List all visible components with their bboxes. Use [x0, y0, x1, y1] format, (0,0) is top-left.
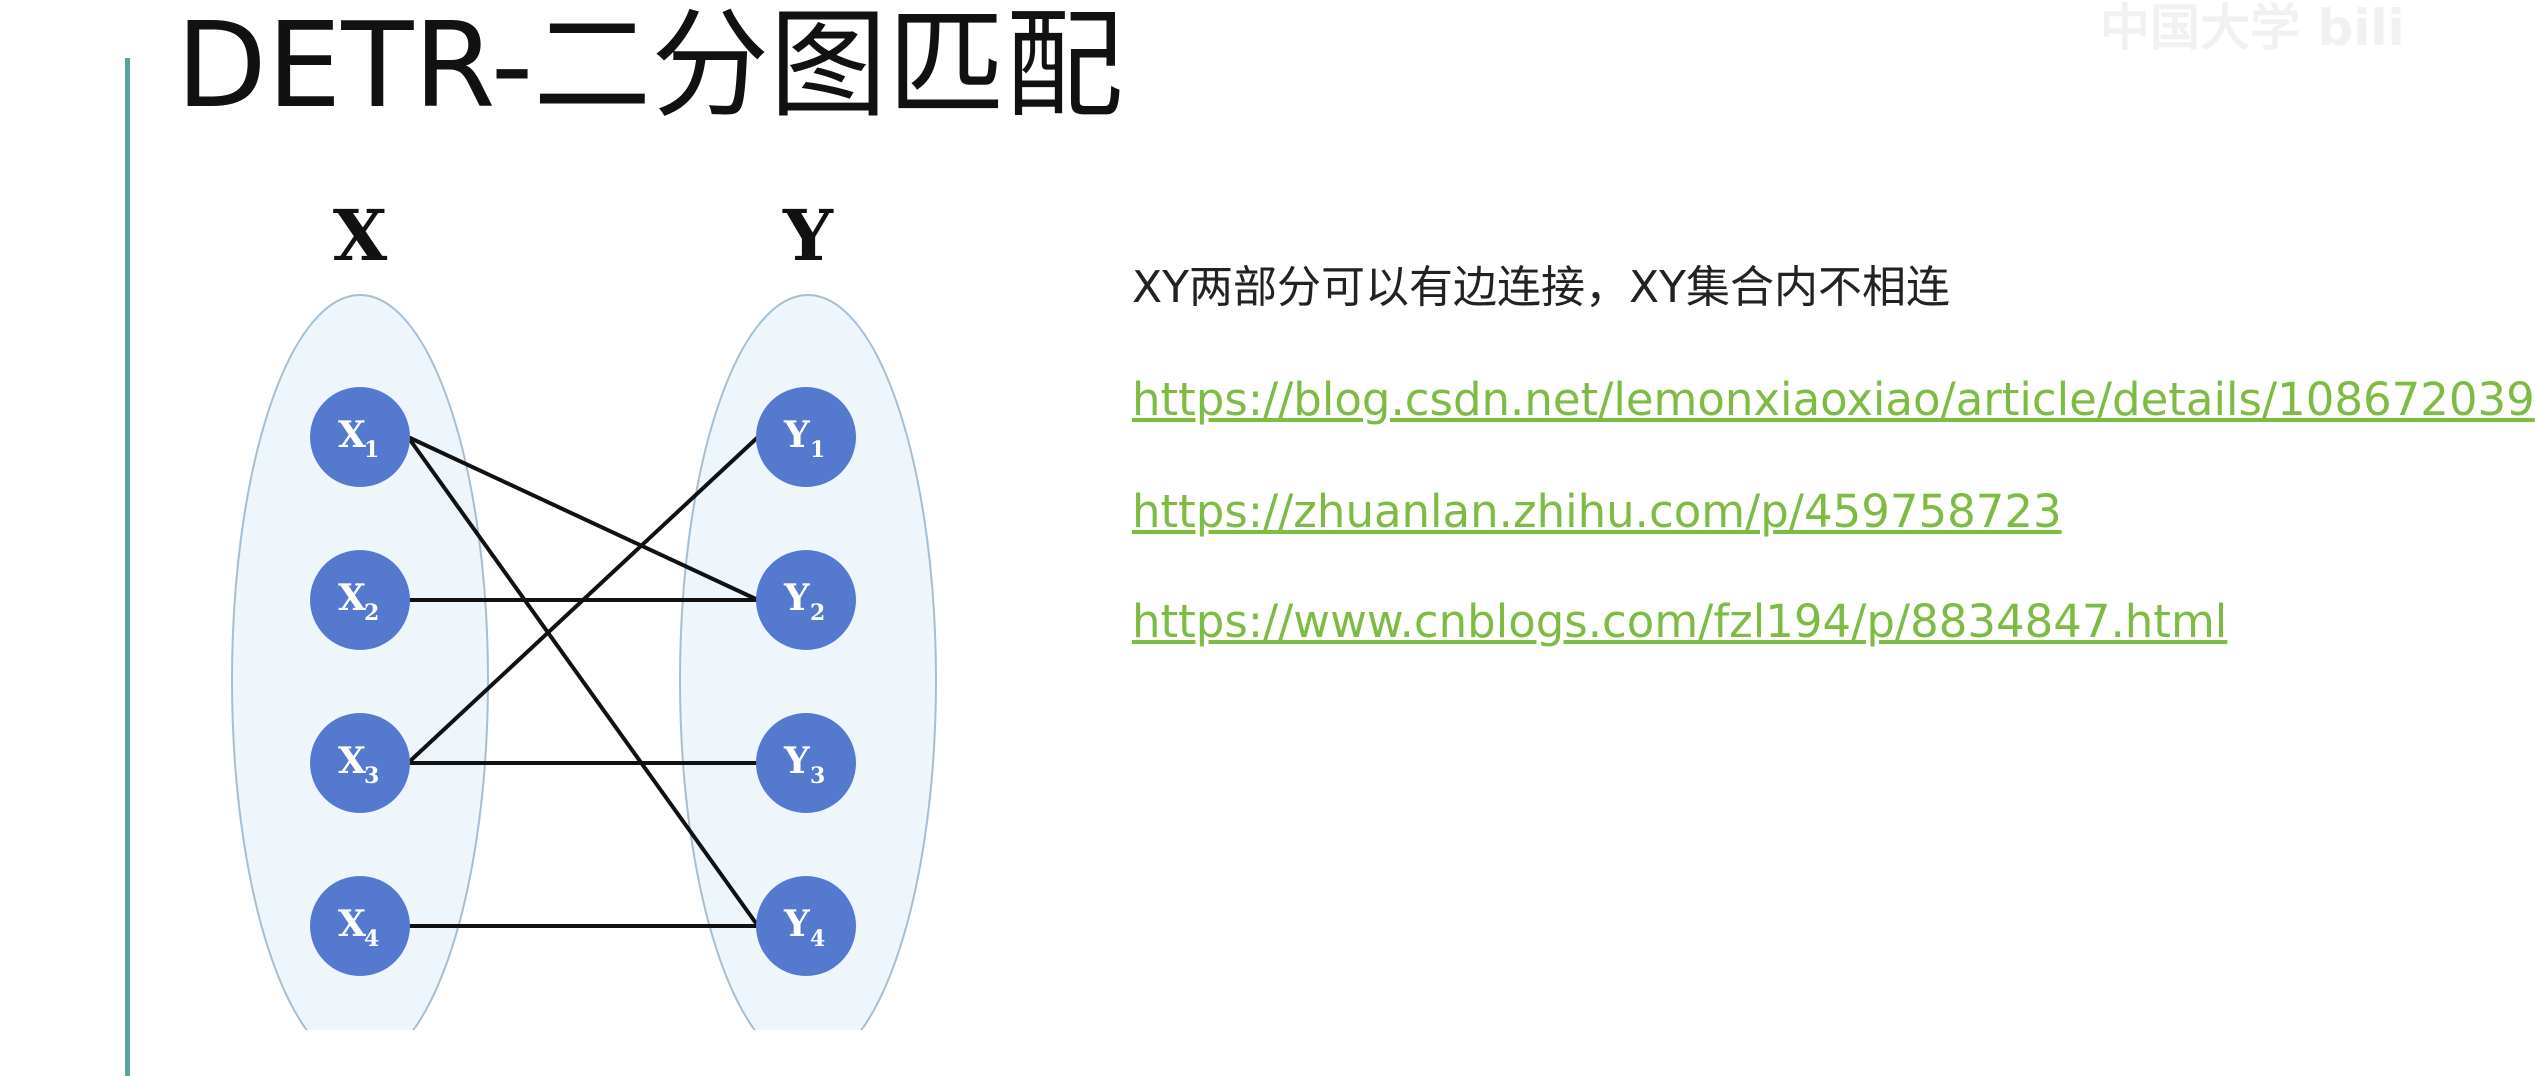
node-circle [756, 713, 856, 813]
node-label: X [338, 414, 366, 456]
node-label: Y [783, 577, 811, 619]
node-circle [756, 387, 856, 487]
description-text: XY两部分可以有边连接，XY集合内不相连 [1132, 262, 1951, 313]
node-x3: X3 [310, 713, 410, 813]
watermark-logo: 中国大学 bili [2100, 0, 2405, 57]
edge-x3-y1 [406, 435, 760, 765]
edge-x1-y2 [407, 435, 759, 602]
node-subscript: 4 [810, 926, 825, 952]
node-circle [310, 550, 410, 650]
node-label: X [338, 577, 366, 619]
node-subscript: 1 [364, 437, 379, 463]
node-label: Y [783, 740, 811, 782]
reference-link-cnblogs[interactable]: https://www.cnblogs.com/fzl194/p/8834847… [1132, 595, 2228, 648]
node-subscript: 1 [810, 437, 825, 463]
node-subscript: 3 [364, 763, 379, 789]
reference-link-csdn[interactable]: https://blog.csdn.net/lemonxiaoxiao/arti… [1132, 373, 2535, 426]
node-subscript: 3 [810, 763, 825, 789]
node-subscript: 4 [364, 926, 379, 952]
node-circle [310, 876, 410, 976]
set-x-ellipse [231, 294, 489, 1030]
set-x-label: X [333, 194, 388, 277]
set-y-label: Y [782, 194, 834, 277]
node-label: Y [783, 414, 811, 456]
node-subscript: 2 [810, 600, 825, 626]
edges-group [406, 435, 760, 928]
accent-bar [125, 58, 130, 1076]
node-circle [310, 713, 410, 813]
node-label: X [338, 903, 366, 945]
node-label: X [338, 740, 366, 782]
node-x4: X4 [310, 876, 410, 976]
node-label: Y [783, 903, 811, 945]
node-subscript: 2 [364, 600, 379, 626]
node-circle [756, 876, 856, 976]
reference-link-zhihu[interactable]: https://zhuanlan.zhihu.com/p/459758723 [1132, 485, 2062, 538]
set-y-ellipse [679, 294, 937, 1030]
node-x2: X2 [310, 550, 410, 650]
edge-x1-y4 [406, 435, 760, 928]
node-circle [310, 387, 410, 487]
slide-title: DETR-二分图匹配 [176, 0, 1124, 134]
node-x1: X1 [310, 387, 410, 487]
node-circle [756, 550, 856, 650]
